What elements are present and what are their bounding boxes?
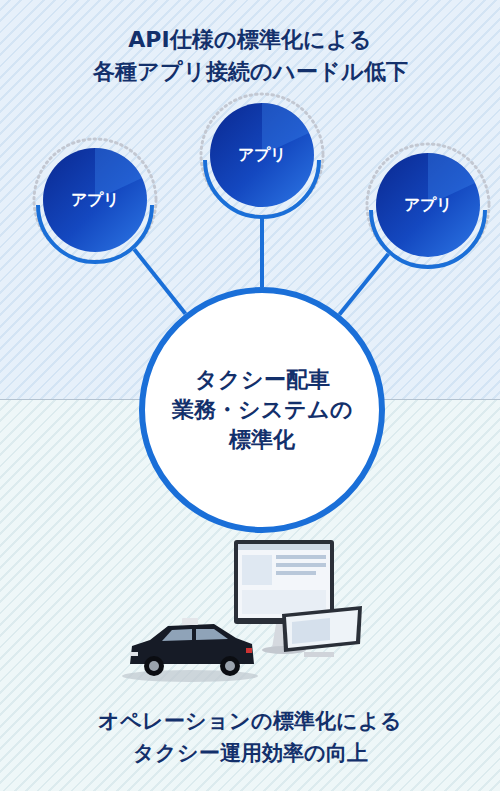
hub-label: タクシー配車 業務・システムの 標準化	[167, 365, 357, 454]
diagram-title: API仕様の標準化による 各種アプリ接続のハードル低下	[58, 24, 443, 88]
connector-line	[260, 218, 264, 287]
app-label: アプリ	[404, 195, 452, 216]
app-label: アプリ	[71, 190, 119, 211]
hub-circle: タクシー配車 業務・システムの 標準化	[139, 287, 385, 533]
diagram-caption: オペレーションの標準化による タクシー運用効率の向上	[78, 706, 423, 769]
app-circle: アプリ	[363, 140, 493, 270]
caption-block: オペレーションの標準化による タクシー運用効率の向上	[0, 706, 500, 769]
app-disk	[376, 153, 480, 257]
app-circle: アプリ	[30, 135, 160, 265]
title-block: API仕様の標準化による 各種アプリ接続のハードル低下	[0, 24, 500, 88]
dotted-ring	[34, 139, 156, 261]
dotted-ring	[201, 94, 323, 216]
app-disk	[43, 148, 147, 252]
app-disk	[210, 103, 314, 207]
connector-line	[339, 254, 388, 314]
app-label: アプリ	[238, 145, 286, 166]
dotted-ring	[367, 144, 489, 266]
connector-line	[134, 249, 185, 313]
app-circle: アプリ	[197, 90, 327, 220]
